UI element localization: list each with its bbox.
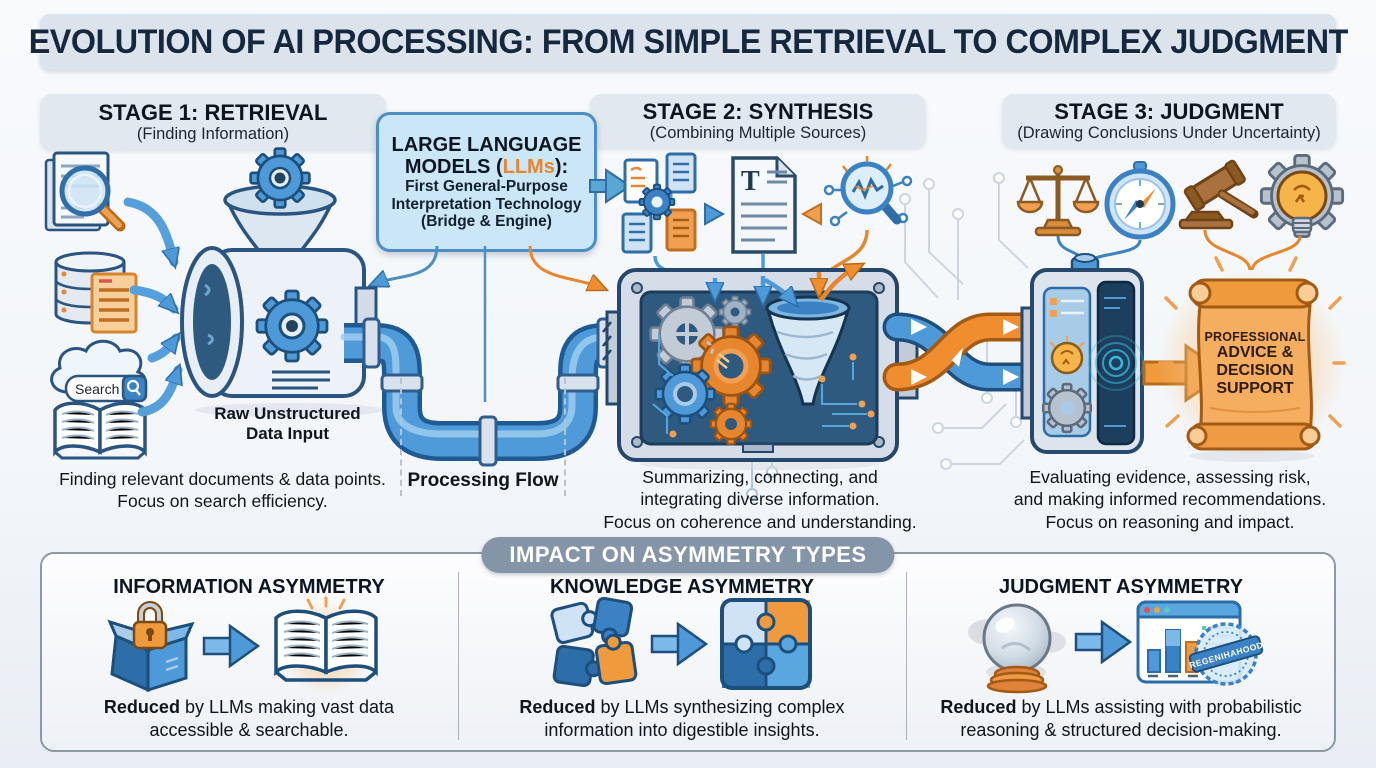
panel-circuits — [652, 334, 867, 434]
stage3-illustration — [1016, 153, 1347, 462]
llm-line4: Interpretation Technology — [391, 195, 582, 213]
stage1-header: STAGE 1: RETRIEVAL (Finding Information) — [40, 94, 386, 150]
advice-scroll-icon — [1157, 256, 1347, 458]
stage1-illustration: Search — [44, 147, 385, 460]
document-search-icon — [44, 151, 126, 232]
raw-data-caption: Raw Unstructured Data Input — [214, 404, 361, 444]
llm-right-arrow-icon — [589, 168, 632, 204]
scroll-text: PROFESSIONAL ADVICE & DECISION SUPPORT — [1204, 330, 1306, 397]
stage1-description: Finding relevant documents & data points… — [59, 469, 386, 512]
dashed-guide-left — [400, 378, 402, 496]
knowledge-asymmetry-icon — [550, 596, 812, 690]
transform-arrow-icon — [1074, 619, 1133, 665]
stage3-header: STAGE 3: JUDGMENT (Drawing Conclusions U… — [1002, 94, 1336, 148]
scattered-puzzle-icon — [550, 596, 638, 688]
search-label: Search — [75, 381, 119, 397]
knowledge-asymmetry-title: KNOWLEDGE ASYMMETRY — [549, 576, 815, 598]
assembled-puzzle-icon — [720, 598, 812, 690]
stage3-subtitle: (Drawing Conclusions Under Uncertainty) — [1017, 124, 1321, 143]
processing-flow-label: Processing Flow — [407, 470, 559, 491]
stage2-illustration: T — [602, 152, 919, 470]
llm-line2: MODELS (LLMs): — [404, 155, 569, 178]
transform-arrow-icon — [202, 623, 261, 669]
stage2-header: STAGE 2: SYNTHESIS (Combining Multiple S… — [590, 94, 926, 148]
merge-arrow-icon — [704, 202, 726, 226]
transform-arrow-icon — [650, 621, 709, 667]
information-asymmetry-text: Reduced by LLMs making vast data accessi… — [103, 697, 395, 740]
scales-icon — [1016, 165, 1100, 237]
database-icon — [54, 251, 138, 334]
main-title: EVOLUTION OF AI PROCESSING: FROM SIMPLE … — [28, 22, 1348, 61]
t-document-icon: T — [731, 156, 797, 254]
information-asymmetry-title: INFORMATION ASYMMETRY — [113, 576, 385, 598]
llm-callout-box: LARGE LANGUAGE MODELS (LLMs): First Gene… — [376, 112, 597, 252]
stage2-subtitle: (Combining Multiple Sources) — [649, 124, 867, 143]
analytics-magnifier-icon — [823, 156, 913, 227]
input-arrows — [123, 197, 178, 417]
twisted-flow-icon — [882, 312, 1042, 392]
stage1-title: STAGE 1: RETRIEVAL — [98, 99, 328, 125]
judgment-asymmetry-title: JUDGMENT ASYMMETRY — [998, 576, 1244, 598]
llm-connectors — [340, 245, 640, 402]
compass-icon — [1104, 161, 1176, 240]
llm-highlight: LLMs — [502, 155, 555, 178]
pipe-icon — [340, 317, 640, 467]
doc-cluster-icon — [621, 152, 697, 254]
llm-line5: (Bridge & Engine) — [421, 213, 552, 231]
dashed-guide-right — [564, 378, 566, 496]
synthesis-machine-icon — [602, 266, 919, 462]
approval-stamp-icon: REGENIHAHOOD — [1188, 622, 1264, 686]
bulb-gear-icon — [1259, 153, 1345, 239]
analysis-arrow-icon — [800, 202, 822, 226]
llm-line3: First General-Purpose — [405, 178, 568, 196]
gavel-icon — [1178, 159, 1259, 230]
llm-line1: LARGE LANGUAGE — [391, 133, 582, 156]
cloud-search-icon: Search — [50, 339, 148, 403]
stage3-title: STAGE 3: JUDGMENT — [1054, 98, 1284, 124]
locked-box-icon — [107, 601, 195, 693]
circuit-traces-icon — [899, 172, 1037, 470]
judgment-asymmetry-text: Reduced by LLMs assisting with probabili… — [940, 697, 1302, 740]
retrieval-machine-icon — [180, 147, 378, 398]
stage3-description: Evaluating evidence, assessing risk, and… — [1013, 467, 1327, 532]
open-knowledge-book-icon — [274, 596, 378, 694]
crystal-ball-icon — [968, 603, 1066, 694]
open-book-icon — [53, 401, 147, 460]
information-asymmetry-icon — [107, 596, 378, 694]
main-title-bar: EVOLUTION OF AI PROCESSING: FROM SIMPLE … — [28, 14, 1348, 70]
judgment-asymmetry-icon: REGENIHAHOOD — [968, 600, 1264, 694]
stage1-subtitle: (Finding Information) — [136, 125, 290, 144]
t-letter: T — [741, 166, 760, 197]
stage2-title: STAGE 2: SYNTHESIS — [642, 98, 874, 124]
judgment-machine-icon — [1020, 253, 1144, 454]
knowledge-asymmetry-text: Reduced by LLMs synthesizing complex inf… — [519, 697, 845, 740]
panel-divider-1 — [458, 572, 459, 740]
panel-divider-2 — [906, 572, 907, 740]
stage2-description: Summarizing, connecting, and integrating… — [603, 467, 917, 532]
impact-badge: IMPACT ON ASYMMETRY TYPES — [481, 537, 895, 573]
